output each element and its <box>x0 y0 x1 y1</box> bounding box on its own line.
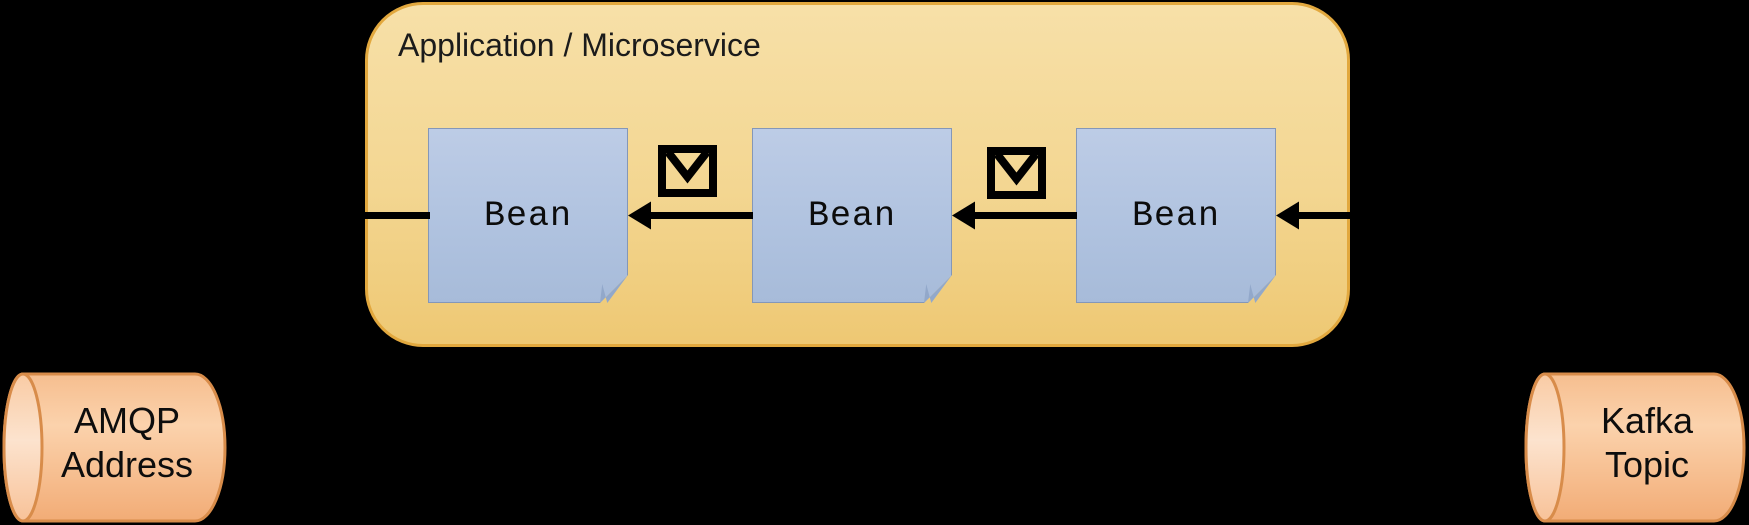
message-envelope-icon <box>987 147 1046 199</box>
bean-node-3-label: Bean <box>1131 195 1220 236</box>
kafka-topic-label-line2: Topic <box>1604 443 1690 485</box>
amqp-address-cylinder <box>2 372 227 523</box>
amqp-address-label-line1: AMQP <box>73 400 180 441</box>
bean-node-2: Bean <box>752 128 952 303</box>
kafka-topic-label-line1: Kafka <box>1600 400 1694 441</box>
application-container-title: Application / Microservice <box>398 27 761 63</box>
kafka-topic-cylinder <box>1524 372 1746 523</box>
bean-node-3: Bean <box>1076 128 1276 303</box>
bean-node-2-label: Bean <box>807 195 896 236</box>
bean-node-1-label: Bean <box>483 195 572 236</box>
amqp-address-label: AMQP Address <box>32 399 222 487</box>
bean-node-1: Bean <box>428 128 628 303</box>
kafka-topic-label: Kafka Topic <box>1552 399 1742 487</box>
message-envelope-icon <box>658 145 717 197</box>
amqp-address-label-line2: Address <box>60 443 194 485</box>
